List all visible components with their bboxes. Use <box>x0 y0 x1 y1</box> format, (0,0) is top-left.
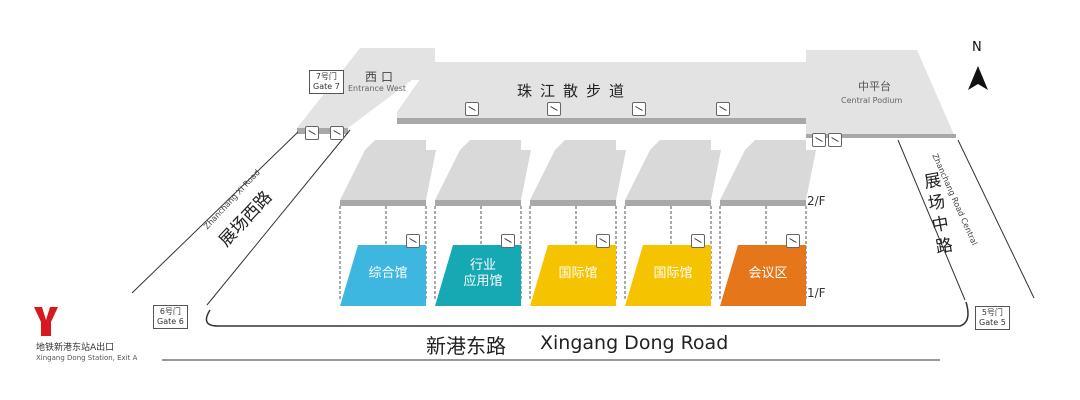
hall-label[interactable]: 国际馆 <box>558 266 598 281</box>
metro-logo-icon <box>34 307 58 336</box>
hall-upper-floor-edge <box>340 200 426 206</box>
hall-ground-floor <box>435 245 521 306</box>
promenade-area <box>397 62 810 118</box>
escalator-icon <box>465 102 479 116</box>
hall-ground-floor <box>530 245 616 306</box>
hall-label[interactable]: 会议区 <box>748 266 788 281</box>
escalator-icon <box>828 133 842 147</box>
hall-upper-floor-edge <box>625 200 711 206</box>
metro-station-zh: 地铁新港东站A出口 <box>36 343 115 353</box>
promenade-label: 珠江散步道 <box>517 82 633 100</box>
escalator-icon <box>716 102 730 116</box>
hall-upper-floor-edge <box>530 200 616 206</box>
south-road-en: Xingang Dong Road <box>540 332 729 354</box>
escalator-icon <box>786 234 800 248</box>
escalator-icon <box>596 234 610 248</box>
hall-upper-floor <box>625 140 721 200</box>
hall-ground-floor <box>625 245 711 306</box>
central-podium-zh: 中平台 <box>858 80 891 93</box>
hall-ground-floor <box>340 245 426 306</box>
hall-label[interactable]: 国际馆 <box>653 266 693 281</box>
hall-label[interactable]: 行业应用馆 <box>463 258 503 289</box>
central-podium-area <box>806 50 955 137</box>
hall-upper-floor <box>530 140 626 200</box>
hall-label[interactable]: 综合馆 <box>368 266 408 281</box>
central-podium-en: Central Podium <box>841 96 903 105</box>
hall-upper-floor-edge <box>435 200 521 206</box>
west-entrance-area <box>297 48 435 128</box>
compass-label: N <box>972 40 982 55</box>
stairs-icon <box>812 133 826 147</box>
escalator-icon <box>547 102 561 116</box>
south-road-zh: 新港东路 <box>426 334 506 358</box>
hall-upper-floor <box>720 140 816 200</box>
hall-upper-floor <box>340 140 436 200</box>
stairs-icon <box>330 126 344 140</box>
floor-2f-label: 2/F <box>807 194 826 208</box>
escalator-icon <box>691 234 705 248</box>
escalator-icon <box>305 126 319 140</box>
floor-1f-label: 1/F <box>807 286 826 300</box>
hall-upper-floor-edge <box>720 200 806 206</box>
hall-ground-floor <box>720 245 806 306</box>
escalator-icon <box>501 234 515 248</box>
west-entrance-en: Entrance West <box>348 84 407 93</box>
west-entrance-zh: 西口 <box>365 70 398 84</box>
hall-upper-floor <box>435 140 531 200</box>
north-arrow-icon <box>968 66 988 90</box>
escalator-icon <box>632 102 646 116</box>
escalator-icon <box>406 234 420 248</box>
metro-station-en: Xingang Dong Station, Exit A <box>36 354 138 362</box>
